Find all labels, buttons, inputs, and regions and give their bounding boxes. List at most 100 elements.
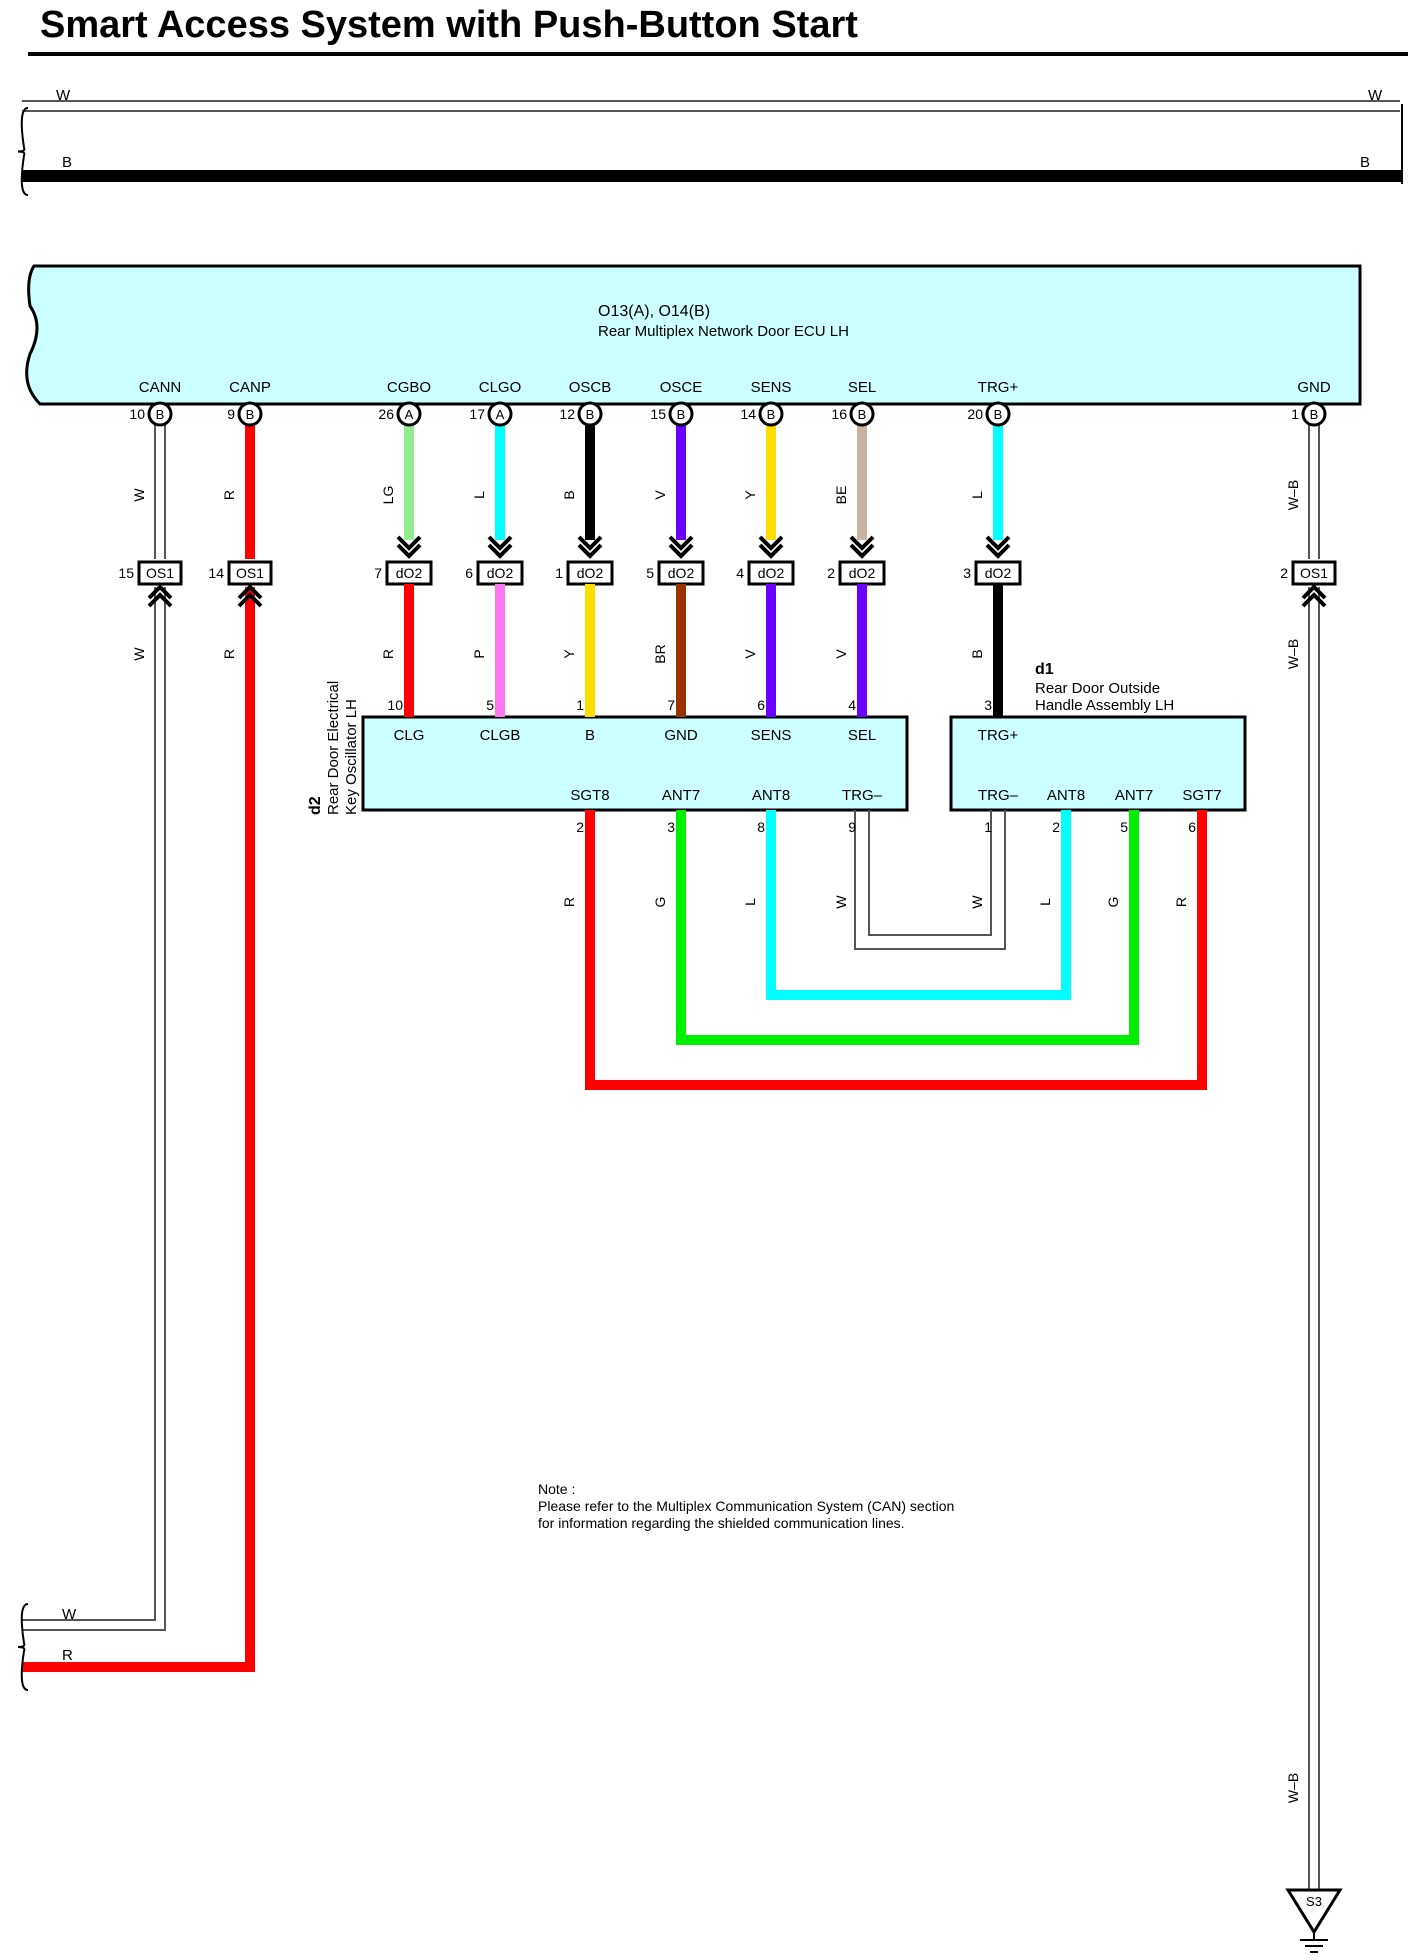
- wire-trg-minus-loop: [868, 810, 992, 936]
- module-pin-number: 5: [486, 697, 494, 713]
- ecu-terminal-label: CANP: [229, 379, 271, 396]
- wire-canp-lower: [22, 587, 255, 1672]
- d2-terminal-label: ANT8: [752, 787, 790, 804]
- d1-module-box: [949, 715, 1247, 812]
- wire-color-label: B: [561, 490, 577, 499]
- ecu-terminal-label: SENS: [751, 379, 792, 396]
- ecu-terminal-label: CLGO: [479, 379, 522, 396]
- module-pin-number: 3: [667, 819, 675, 835]
- ecu-terminal-label: OSCE: [660, 379, 703, 396]
- wire-color-label: W: [131, 488, 147, 502]
- module-pin-number: 4: [848, 697, 856, 713]
- wire-color-label: V: [833, 649, 849, 659]
- bus-label: R: [62, 1647, 73, 1664]
- d1-name: Handle Assembly LH: [1035, 697, 1174, 714]
- ecu-pin-number: 14: [740, 406, 756, 422]
- module-pin-number: 1: [576, 697, 584, 713]
- wire-color-label: Y: [561, 649, 577, 659]
- junction-connector-box: [227, 560, 273, 586]
- wire-color-label: W–B: [1285, 480, 1301, 510]
- ecu-pin-number: 26: [378, 406, 394, 422]
- junction-connector-label: dO2: [985, 565, 1012, 581]
- bus-label: B: [62, 154, 72, 171]
- junction-pin-number: 15: [118, 565, 134, 581]
- junction-pin-number: 5: [646, 565, 654, 581]
- module-pin-number: 10: [387, 697, 403, 713]
- ecu-terminal-label: SEL: [848, 379, 876, 396]
- ecu-pin-number: 17: [469, 406, 485, 422]
- junction-connector-label: dO2: [758, 565, 785, 581]
- wire-color-label: L: [969, 491, 985, 499]
- wire-color-label: W: [969, 895, 985, 909]
- junction-pin-number: 1: [555, 565, 563, 581]
- module-pin-number: 5: [1120, 819, 1128, 835]
- module-pin-number: 2: [576, 819, 584, 835]
- ecu-connector-letter: B: [994, 407, 1003, 422]
- d2-terminal-label: GND: [664, 727, 698, 744]
- junction-connector-box: [137, 560, 183, 586]
- ecu-connector-pin: [849, 401, 875, 427]
- connector-arrow-icon: [985, 535, 1011, 559]
- ecu-terminal-label: CGBO: [387, 379, 431, 396]
- d1-terminal-label: ANT8: [1047, 787, 1085, 804]
- connector-arrow-icon: [1301, 584, 1327, 608]
- ecu-name: Rear Multiplex Network Door ECU LH: [598, 323, 849, 340]
- d1-terminal-label: SGT7: [1182, 787, 1221, 804]
- wire-color-label: R: [221, 490, 237, 500]
- ecu-connector-pin: [668, 401, 694, 427]
- ecu-pin-number: 15: [650, 406, 666, 422]
- junction-connector-label: OS1: [1300, 565, 1328, 581]
- module-pin-number: 1: [984, 819, 992, 835]
- ecu-pin-number: 20: [967, 406, 983, 422]
- junction-pin-number: 2: [1280, 565, 1288, 581]
- wire-color-label: P: [471, 649, 487, 658]
- wire-color-label: W: [833, 895, 849, 909]
- ecu-terminal-label: OSCB: [569, 379, 612, 396]
- wire-color-label: R: [1173, 897, 1189, 907]
- wire-color-label: W–B: [1285, 639, 1301, 669]
- ecu-box: [25, 264, 1362, 406]
- d2-terminal-label: SGT8: [570, 787, 609, 804]
- wire-color-label: L: [1037, 898, 1053, 906]
- ecu-connector-pin: [985, 401, 1011, 427]
- d2-terminal-label: CLG: [394, 727, 425, 744]
- junction-connector-label: OS1: [146, 565, 174, 581]
- wire-color-label: G: [1105, 897, 1121, 908]
- page-title: Smart Access System with Push-Button Sta…: [40, 4, 858, 46]
- note-text: Note :: [538, 1481, 575, 1497]
- junction-connector-label: OS1: [236, 565, 264, 581]
- module-pin-number: 3: [984, 697, 992, 713]
- wire-color-label: R: [380, 649, 396, 659]
- module-pin-number: 7: [667, 697, 675, 713]
- ecu-connector-letter: B: [246, 407, 255, 422]
- ecu-connector-pin: [396, 401, 422, 427]
- wire-color-label: R: [561, 897, 577, 907]
- junction-pin-number: 3: [963, 565, 971, 581]
- junction-pin-number: 6: [465, 565, 473, 581]
- ecu-pin-number: 16: [831, 406, 847, 422]
- ecu-terminal-label: CANN: [139, 379, 182, 396]
- bus-label: W: [1368, 87, 1383, 104]
- ecu-connector-letter: B: [677, 407, 686, 422]
- wire-ant7-loop: [676, 810, 1139, 1045]
- wire-color-label: V: [742, 649, 758, 659]
- wire-color-label: BR: [652, 644, 668, 663]
- wire-color-label: V: [652, 490, 668, 500]
- d2-module-box: [361, 715, 909, 812]
- module-pin-number: 2: [1052, 819, 1060, 835]
- ecu-connector-letter: B: [858, 407, 867, 422]
- wire-cann-lower: [22, 587, 166, 1631]
- ecu-connector-pin: [237, 401, 263, 427]
- d1-terminal-label: TRG+: [978, 727, 1019, 744]
- bus-label: W: [56, 87, 71, 104]
- ground-label: S3: [1306, 1894, 1322, 1909]
- ground-point-icon: [1285, 1888, 1343, 1935]
- ecu-terminal-label: TRG+: [978, 379, 1019, 396]
- wire-color-label: Y: [742, 490, 758, 500]
- bus-break-mark: [17, 107, 29, 196]
- wire-color-label: W: [131, 647, 147, 661]
- ecu-connector-pin: [577, 401, 603, 427]
- wire-color-label: L: [471, 491, 487, 499]
- connector-arrow-icon: [396, 535, 422, 559]
